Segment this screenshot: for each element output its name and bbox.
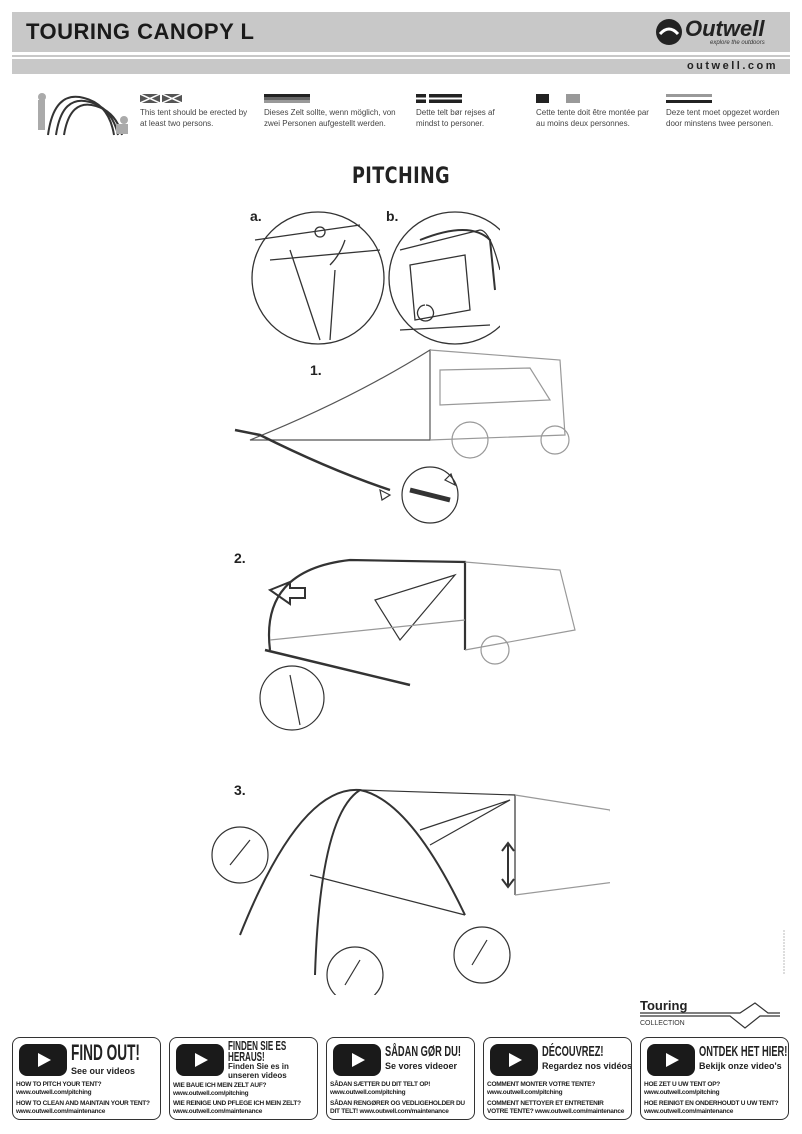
section-title: PITCHING [351, 164, 451, 189]
lang-text: Dette telt bør rejses af mindst to perso… [416, 108, 495, 128]
outwell-logo: Outwell explore the outdoors [655, 14, 785, 50]
product-title: TOURING CANOPY L [26, 19, 255, 44]
video-box-nl[interactable]: ONTDEK HET HIER! Bekijk onze video's HOE… [640, 1037, 789, 1120]
step-b-label: b. [386, 208, 399, 224]
lang-text: This tent should be erected by at least … [140, 108, 248, 128]
steps-ab-illustration [251, 211, 500, 345]
video-link[interactable]: VOTRE TENTE? www.outwell.com/maintenance [487, 1108, 625, 1115]
video-sub: Se vores videoer [385, 1061, 458, 1071]
step-1-illustration [234, 348, 570, 524]
danish-flag-icon [416, 94, 462, 103]
step-2-label: 2. [234, 550, 246, 566]
video-link[interactable]: www.outwell.com/maintenance [173, 1108, 263, 1115]
french-flag-icon [536, 94, 580, 103]
step-2-illustration [259, 558, 576, 731]
lang-fr: Cette tente doit être montée par au moin… [536, 94, 656, 129]
play-video-icon[interactable] [176, 1044, 224, 1076]
video-link[interactable]: www.outwell.com/pitching [644, 1089, 720, 1096]
video-heading: DÉCOUVREZ! [542, 1043, 604, 1060]
collection-line [640, 1002, 780, 1029]
two-persons-illustration [38, 93, 128, 136]
video-sub: Finden Sie es in unseren videos [228, 1062, 289, 1080]
german-flag-icon [264, 94, 310, 103]
video-link[interactable]: DIT TELT! www.outwell.com/maintenance [330, 1108, 449, 1115]
step-3-label: 3. [234, 782, 246, 798]
play-video-icon[interactable] [490, 1044, 538, 1076]
logo-icon [656, 19, 682, 45]
uk-flag-icon [140, 94, 182, 103]
lang-text: Deze tent moet opgezet worden door minst… [666, 108, 780, 128]
video-question: COMMENT NETTOYER ET ENTRETENIR [487, 1100, 604, 1107]
video-link[interactable]: www.outwell.com/pitching [173, 1090, 249, 1097]
divider [12, 55, 790, 57]
video-box-da[interactable]: SÅDAN GØR DU! Se vores videoer SÅDAN SÆT… [326, 1037, 475, 1120]
website-link[interactable]: outwell.com [686, 60, 778, 72]
play-video-icon[interactable] [333, 1044, 381, 1076]
lang-en: This tent should be erected by at least … [140, 94, 255, 129]
video-box-en[interactable]: FIND OUT! See our videos HOW TO PITCH YO… [12, 1037, 161, 1120]
video-link[interactable]: www.outwell.com/pitching [16, 1089, 92, 1096]
lang-da: Dette telt bør rejses af mindst to perso… [416, 94, 516, 129]
video-sub: Bekijk onze video's [699, 1061, 782, 1071]
video-heading: FIND OUT! [71, 1040, 140, 1065]
video-box-fr[interactable]: DÉCOUVREZ! Regardez nos vidéos COMMENT M… [483, 1037, 632, 1120]
video-link[interactable]: www.outwell.com/pitching [330, 1089, 406, 1096]
video-sub: See our videos [71, 1066, 136, 1076]
collection-name: Touring [640, 998, 688, 1013]
step-a-label: a. [250, 208, 262, 224]
website-band [12, 59, 790, 74]
step-1-label: 1. [310, 362, 322, 378]
video-question: SÅDAN RENGØRER OG VEDLIGEHOLDER DU [330, 1100, 465, 1107]
logo-word: Outwell [685, 16, 765, 41]
lang-de: Dieses Zelt sollte, wenn möglich, von zw… [264, 94, 399, 129]
video-question: HOW TO PITCH YOUR TENT? [16, 1081, 102, 1088]
video-link[interactable]: www.outwell.com/maintenance [16, 1108, 106, 1115]
collection-label: COLLECTION [640, 1020, 685, 1027]
video-link[interactable]: www.outwell.com/maintenance [644, 1108, 734, 1115]
lang-text: Dieses Zelt sollte, wenn möglich, von zw… [264, 108, 396, 128]
video-box-de[interactable]: FINDEN SIE ES HERAUS! Finden Sie es in u… [169, 1037, 318, 1120]
dutch-flag-icon [666, 94, 712, 103]
video-heading: FINDEN SIE ES HERAUS! [228, 1038, 287, 1064]
lang-nl: Deze tent moet opgezet worden door minst… [666, 94, 791, 129]
video-link[interactable]: www.outwell.com/pitching [487, 1089, 563, 1096]
play-video-icon[interactable] [19, 1044, 67, 1076]
video-heading: SÅDAN GØR DU! [385, 1043, 461, 1060]
video-sub: Regardez nos vidéos [542, 1061, 632, 1071]
video-question: SÅDAN SÆTTER DU DIT TELT OP! [330, 1081, 431, 1088]
video-question: HOE ZET U UW TENT OP? [644, 1081, 720, 1088]
logo-tagline: explore the outdoors [710, 40, 765, 46]
play-video-icon[interactable] [647, 1044, 695, 1076]
side-code [783, 930, 785, 975]
lang-text: Cette tente doit être montée par au moin… [536, 108, 649, 128]
video-question: WIE REINIGE UND PFLEGE ICH MEIN ZELT? [173, 1100, 301, 1107]
video-heading: ONTDEK HET HIER! [699, 1043, 788, 1060]
video-question: HOW TO CLEAN AND MAINTAIN YOUR TENT? [16, 1100, 150, 1107]
video-question: HOE REINIGT EN ONDERHOUDT U UW TENT? [644, 1100, 779, 1107]
video-question: WIE BAUE ICH MEIN ZELT AUF? [173, 1082, 267, 1089]
video-question: COMMENT MONTER VOTRE TENTE? [487, 1081, 596, 1088]
step-3-illustration [211, 788, 610, 995]
